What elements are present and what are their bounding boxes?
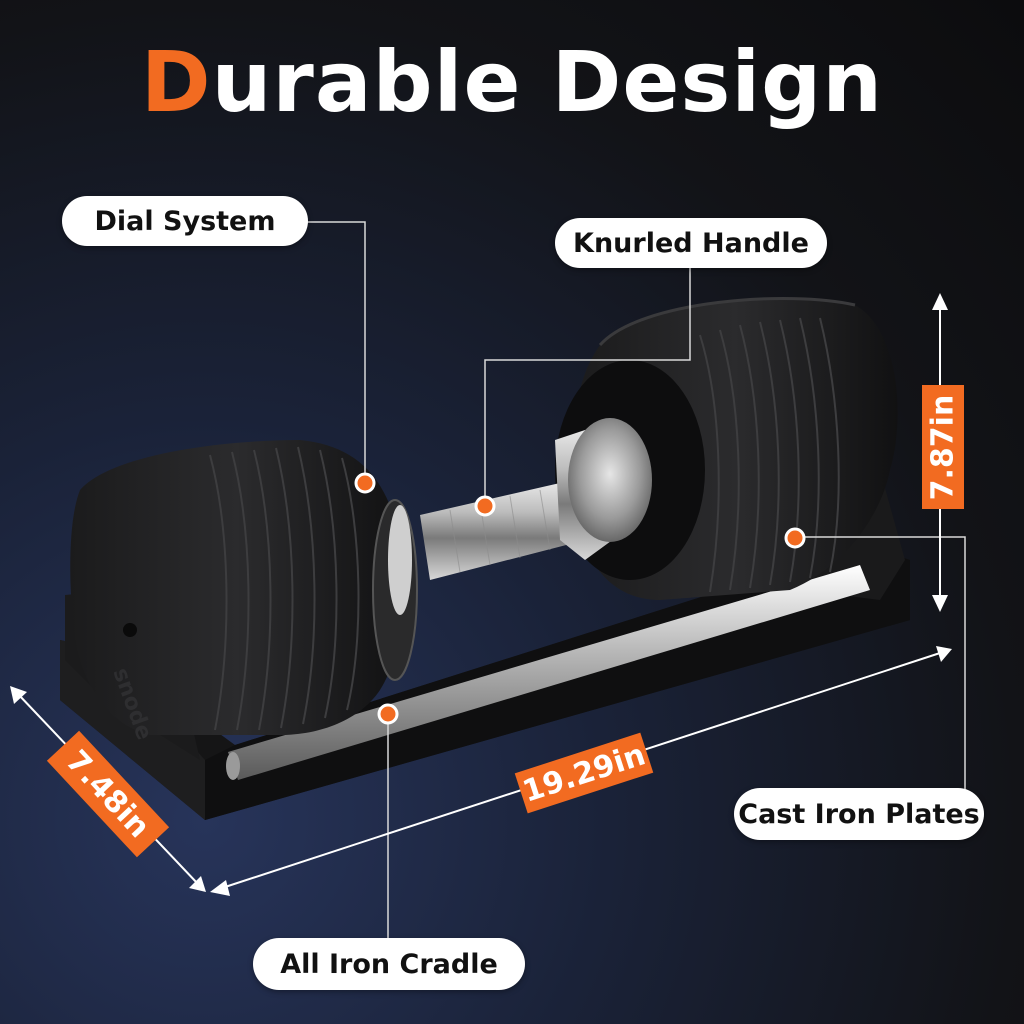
callout-cast-iron-plates: Cast Iron Plates	[734, 788, 984, 840]
page-title: Durable Design	[0, 40, 1024, 124]
height-dimension-badge: 7.87in	[922, 385, 964, 509]
leader-lines	[306, 221, 966, 940]
title-rest: urable Design	[211, 33, 884, 131]
callout-all-iron-cradle: All Iron Cradle	[253, 938, 525, 990]
callout-dial-system: Dial System	[62, 196, 308, 246]
height-dimension-label: 7.87in	[925, 394, 961, 500]
left-plate-stack: snode	[70, 440, 418, 743]
callout-dots	[354, 472, 806, 725]
callout-knurled-handle-label: Knurled Handle	[573, 227, 809, 259]
all-iron-cradle-dot	[377, 703, 399, 725]
dial-system-dot	[354, 472, 376, 494]
callout-dial-system-label: Dial System	[94, 205, 276, 237]
cast-iron-plates-dot	[784, 527, 806, 549]
handle-bar	[420, 418, 652, 580]
callout-knurled-handle: Knurled Handle	[555, 218, 827, 268]
title-accent-letter: D	[140, 33, 212, 131]
callout-all-iron-cradle-label: All Iron Cradle	[280, 948, 498, 980]
knurled-handle-dot	[474, 495, 496, 517]
callout-cast-iron-plates-label: Cast Iron Plates	[738, 798, 980, 830]
